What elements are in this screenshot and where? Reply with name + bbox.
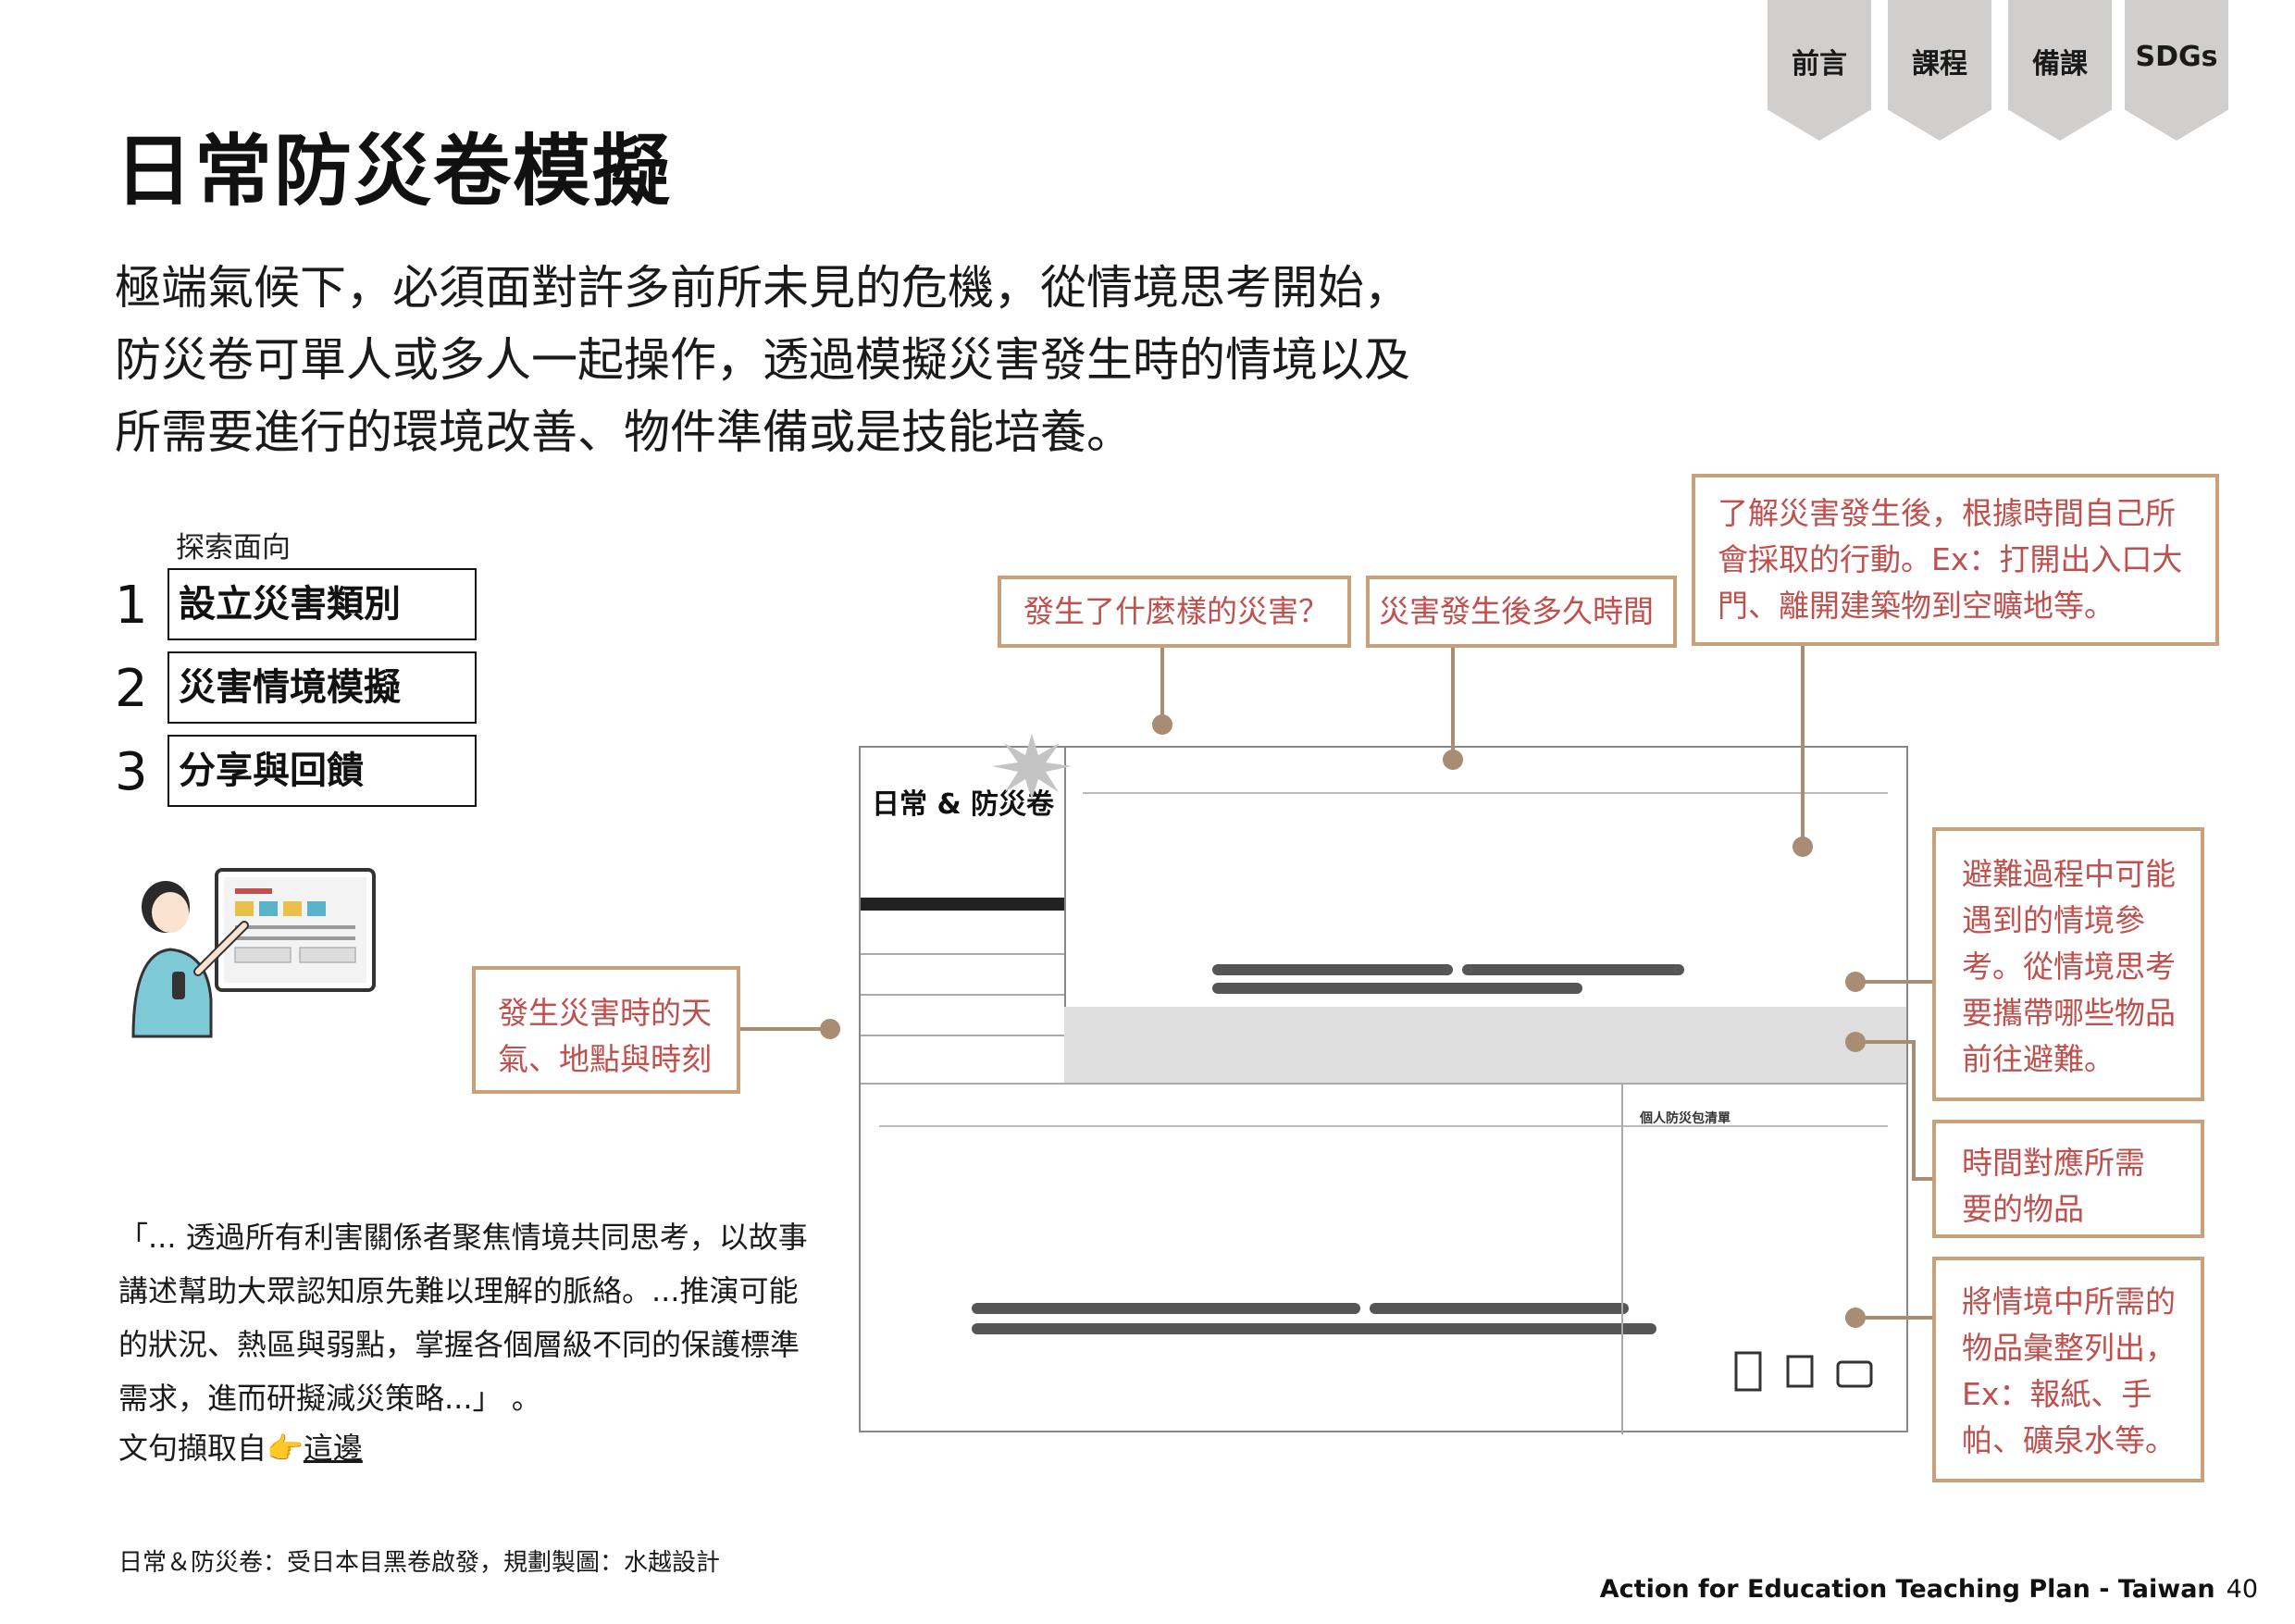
source-link[interactable]: 這邊 — [303, 1431, 363, 1466]
pointing-hand-icon: 👉 — [267, 1431, 304, 1466]
source-prefix: 文句擷取自 — [118, 1431, 267, 1466]
timeline-axis — [879, 1125, 1888, 1127]
divider — [1621, 1083, 1623, 1434]
connector-line — [740, 1027, 829, 1031]
scenario-pill — [1212, 983, 1582, 994]
callout-items-time: 時間對應所需要的物品 — [1932, 1120, 2204, 1238]
connector-line — [1853, 980, 1934, 984]
tab-shape — [1768, 0, 1871, 141]
scenario-pill — [1212, 964, 1453, 975]
connector-dot — [1793, 837, 1813, 857]
tab-course[interactable]: 課程 — [1888, 0, 1991, 141]
connector-dot — [1845, 972, 1866, 992]
tab-shape — [2125, 0, 2228, 141]
divider — [861, 1035, 1064, 1036]
connector-dot — [1845, 1032, 1866, 1052]
footer: Action for Education Teaching Plan - Tai… — [1600, 1575, 2258, 1604]
bag-icons — [1734, 1351, 1873, 1392]
explore-label: 探索面向 — [176, 531, 291, 564]
step-box: 設立災害類別 — [167, 568, 477, 640]
connector-dot — [1152, 714, 1172, 735]
connector-dot — [820, 1019, 840, 1039]
worksheet-header-bar — [861, 898, 1064, 911]
connector-dot — [1443, 750, 1463, 770]
bag-list-label: 個人防災包清單 — [1640, 1111, 1731, 1126]
step-box: 災害情境模擬 — [167, 651, 477, 724]
connector-line — [1912, 1177, 1934, 1181]
connector-line — [1853, 1040, 1914, 1044]
intro-paragraph: 極端氣候下，必須面對許多前所未見的危機，從情境思考開始，防災卷可單人或多人一起操… — [115, 261, 1410, 459]
scenario-pill — [972, 1303, 1360, 1314]
scenario-pill — [1462, 964, 1684, 975]
tab-label: 課程 — [1912, 48, 1967, 81]
worksheet-title: 日常 & 防災卷 — [872, 788, 1055, 821]
connector-line — [1451, 648, 1455, 761]
callout-disaster-type: 發生了什麼樣的災害？ — [998, 576, 1351, 648]
connector-line — [1912, 1040, 1916, 1181]
quote-text: 「... 透過所有利害關係者聚焦情境共同思考，以故事講述幫助大眾認知原先難以理解… — [118, 1220, 808, 1416]
source-line: 文句擷取自👉這邊 — [118, 1425, 363, 1468]
callout-evacuation: 避難過程中可能遇到的情境參考。從情境思考要攜帶哪些物品前往避難。 — [1932, 827, 2204, 1101]
callout-time-after: 災害發生後多久時間 — [1366, 576, 1677, 648]
image-credit: 日常＆防災卷：受日本目黑卷啟發，規劃製圖：水越設計 — [118, 1549, 721, 1577]
step-box: 分享與回饋 — [167, 735, 477, 807]
tab-label: 備課 — [2032, 48, 2088, 81]
tab-shape — [2008, 0, 2112, 141]
step-number: 1 — [115, 576, 148, 636]
page-title: 日常防災卷模擬 — [115, 126, 673, 217]
tab-preface[interactable]: 前言 — [1768, 0, 1871, 141]
connector-line — [1853, 1316, 1934, 1320]
divider — [861, 994, 1064, 996]
connector-line — [1160, 648, 1164, 724]
page-number: 40 — [2226, 1575, 2258, 1604]
callout-weather: 發生災害時的天氣、地點與時刻 — [472, 966, 740, 1094]
connector-line — [1801, 646, 1805, 844]
scenario-pill — [972, 1323, 1656, 1334]
explosion-icon — [992, 734, 1072, 800]
timeline-axis — [1083, 792, 1888, 794]
footer-text: Action for Education Teaching Plan - Tai… — [1599, 1575, 2215, 1604]
disaster-worksheet: 日常 & 防災卷 個人防災包清單 — [859, 734, 1908, 1434]
tab-preparation[interactable]: 備課 — [2008, 0, 2112, 141]
callout-items-list: 將情境中所需的物品彙整列出，Ex：報紙、手帕、礦泉水等。 — [1932, 1257, 2204, 1482]
divider — [861, 1083, 1906, 1085]
callout-actions: 了解災害發生後，根據時間自己所會採取的行動。Ex：打開出入口大門、離開建築物到空… — [1692, 474, 2219, 646]
tab-shape — [1888, 0, 1991, 141]
tab-label: SDGs — [2135, 41, 2218, 73]
tab-sdgs[interactable]: SDGs — [2125, 0, 2228, 141]
worksheet-items-band — [1064, 1007, 1906, 1083]
connector-dot — [1845, 1308, 1866, 1328]
step-number: 3 — [115, 742, 148, 802]
worksheet-left-panel: 日常 & 防災卷 — [861, 748, 1066, 1083]
scenario-pill — [1370, 1303, 1629, 1314]
tab-label: 前言 — [1792, 48, 1847, 81]
step-number: 2 — [115, 659, 148, 719]
divider — [861, 953, 1064, 955]
presenter-illustration — [131, 868, 376, 1038]
